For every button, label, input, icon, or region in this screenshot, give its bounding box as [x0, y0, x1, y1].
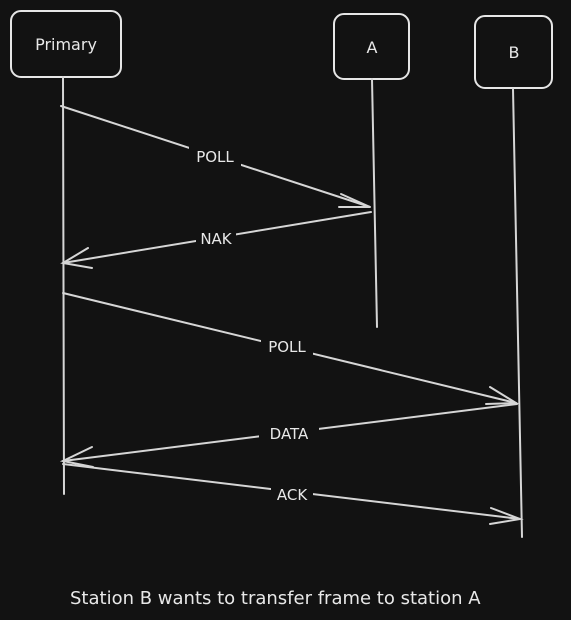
message-ack-to-b-label: ACK: [277, 486, 308, 504]
lifeline-a: [371, 78, 378, 328]
arrowhead-icon: [59, 446, 94, 468]
message-label-background: [196, 228, 236, 248]
lifeline-primary: [62, 76, 65, 495]
participant-b: B: [474, 15, 553, 89]
message-data-to-primary: DATA: [59, 403, 518, 468]
message-ack-to-b: ACK: [62, 463, 524, 525]
arrowhead-icon: [60, 247, 93, 269]
message-label-background: [261, 337, 313, 357]
message-label-background: [259, 423, 319, 443]
participant-primary: Primary: [10, 10, 122, 78]
arrowhead-icon: [489, 507, 524, 525]
message-poll-to-b: POLL: [62, 292, 520, 405]
participant-a-label: A: [367, 38, 378, 57]
participant-b-box: [474, 15, 553, 89]
arrowhead-icon: [338, 193, 371, 208]
participant-primary-label: Primary: [35, 35, 97, 54]
message-poll-to-a-label: POLL: [196, 148, 234, 166]
message-poll-to-b-label: POLL: [268, 338, 306, 356]
message-label-background: [189, 146, 241, 166]
message-nak-to-primary-label: NAK: [200, 230, 232, 248]
message-poll-to-a: POLL: [60, 105, 371, 208]
diagram-caption: Station B wants to transfer frame to sta…: [70, 588, 481, 609]
lifeline-b: [512, 88, 523, 538]
message-data-to-primary-label: DATA: [270, 425, 309, 443]
participant-a: A: [333, 13, 410, 80]
message-label-background: [271, 484, 313, 504]
participant-primary-box: [10, 10, 122, 78]
message-nak-to-primary: NAK: [60, 211, 372, 269]
arrowhead-icon: [485, 386, 520, 405]
participant-b-label: B: [509, 43, 520, 62]
